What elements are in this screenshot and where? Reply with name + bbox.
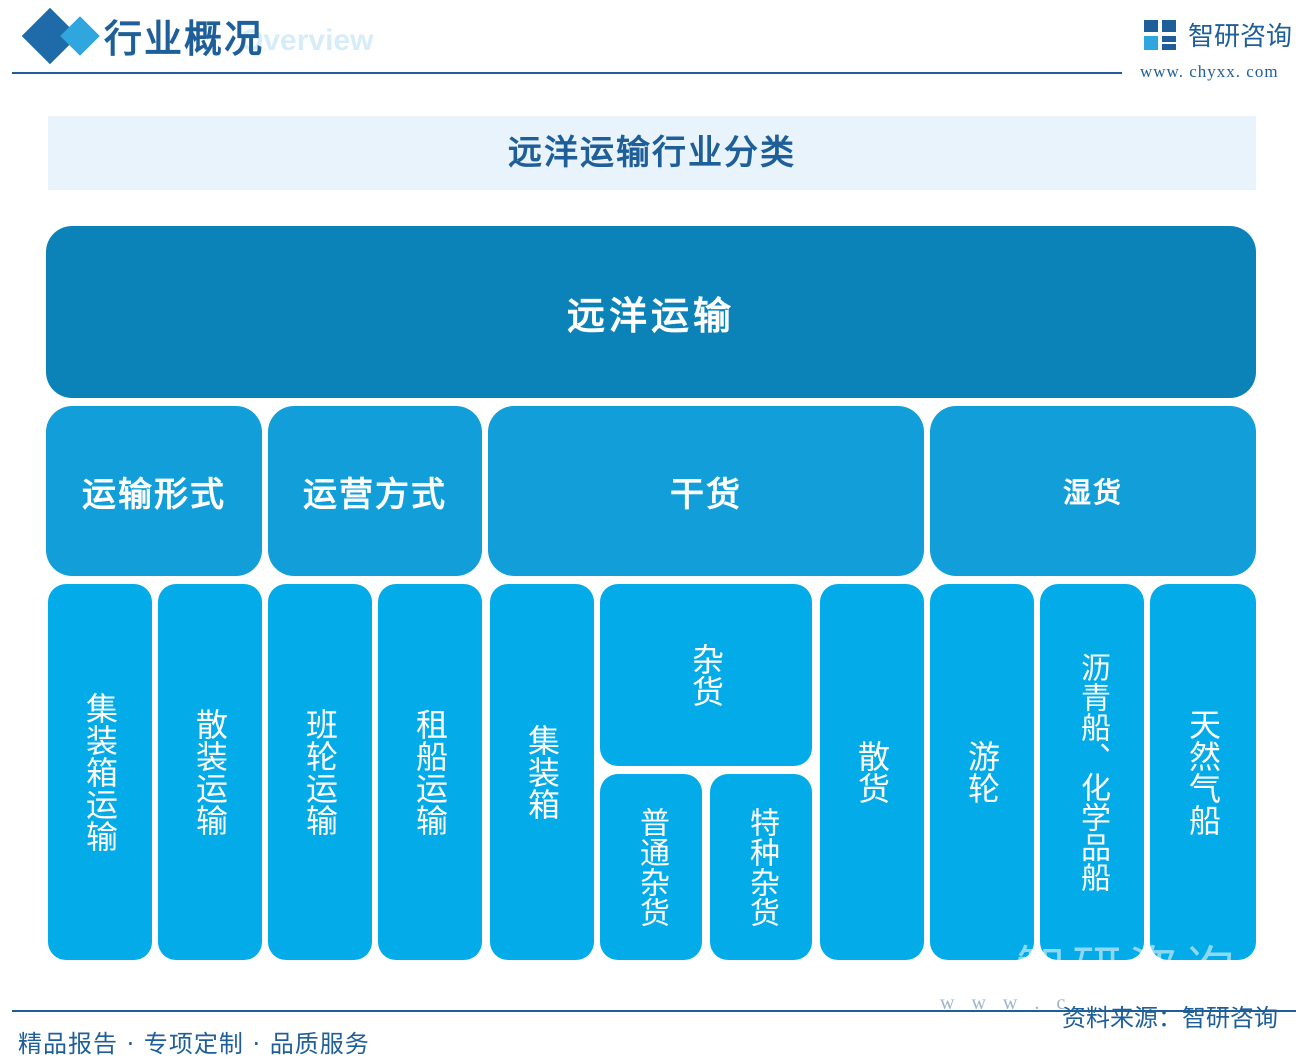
leaf-label: 杂货 [687, 643, 725, 707]
leaf-bulk-transport: 散装运输 [158, 584, 262, 960]
leaf-label: 游轮 [963, 740, 1001, 804]
category-dry-cargo: 干货 [488, 406, 924, 576]
leaf-label: 沥青船、化学品船 [1075, 652, 1110, 892]
leaf-label: 特种杂货 [744, 807, 779, 927]
leaf-label: 散装运输 [191, 708, 229, 836]
brand-url: www. chyxx. com [1140, 62, 1279, 81]
watermark-url: w w w . c [940, 992, 1072, 1014]
header-divider [12, 72, 1122, 74]
leaf-label: 普通杂货 [634, 807, 669, 927]
leaf-special-general-cargo: 特种杂货 [710, 774, 812, 960]
brand-logo-icon [1144, 20, 1176, 50]
header-diamond-accent-icon [60, 16, 100, 56]
leaf-bulk-cargo: 散货 [820, 584, 924, 960]
category-operation-mode: 运营方式 [268, 406, 482, 576]
leaf-label: 租船运输 [411, 708, 449, 836]
leaf-cruise-ship: 游轮 [930, 584, 1034, 960]
leaf-liner-shipping: 班轮运输 [268, 584, 372, 960]
leaf-charter-shipping: 租船运输 [378, 584, 482, 960]
leaf-general-cargo: 杂货 [600, 584, 812, 766]
title-band [48, 116, 1256, 190]
footer-slogan: 精品报告 · 专项定制 · 品质服务 [18, 1030, 370, 1058]
category-transport-form: 运输形式 [46, 406, 262, 576]
leaf-label: 散货 [853, 740, 891, 804]
root-node: 远洋运输 [46, 226, 1256, 398]
category-wet-cargo: 湿货 [930, 406, 1256, 576]
footer-divider [12, 1010, 1296, 1012]
header-title: 行业概况 [104, 17, 265, 61]
leaf-container: 集装箱 [490, 584, 594, 960]
leaf-asphalt-chemical-ship: 沥青船、化学品船 [1040, 584, 1144, 960]
diagram-title: 远洋运输行业分类 [508, 133, 796, 173]
leaf-container-transport: 集装箱运输 [48, 584, 152, 960]
leaf-ordinary-general-cargo: 普通杂货 [600, 774, 702, 960]
leaf-label: 集装箱 [523, 724, 561, 820]
leaf-label: 集装箱运输 [81, 692, 119, 852]
leaf-label: 班轮运输 [301, 708, 339, 836]
brand-name: 智研咨询 [1188, 22, 1293, 52]
header-subtitle: Overview [240, 24, 374, 57]
watermark-brand: 智研咨询 [1016, 941, 1240, 999]
leaf-label: 天然气船 [1184, 708, 1222, 836]
leaf-lng-ship: 天然气船 [1150, 584, 1256, 960]
footer-source: 资料来源：智研咨询 [1062, 1004, 1278, 1032]
